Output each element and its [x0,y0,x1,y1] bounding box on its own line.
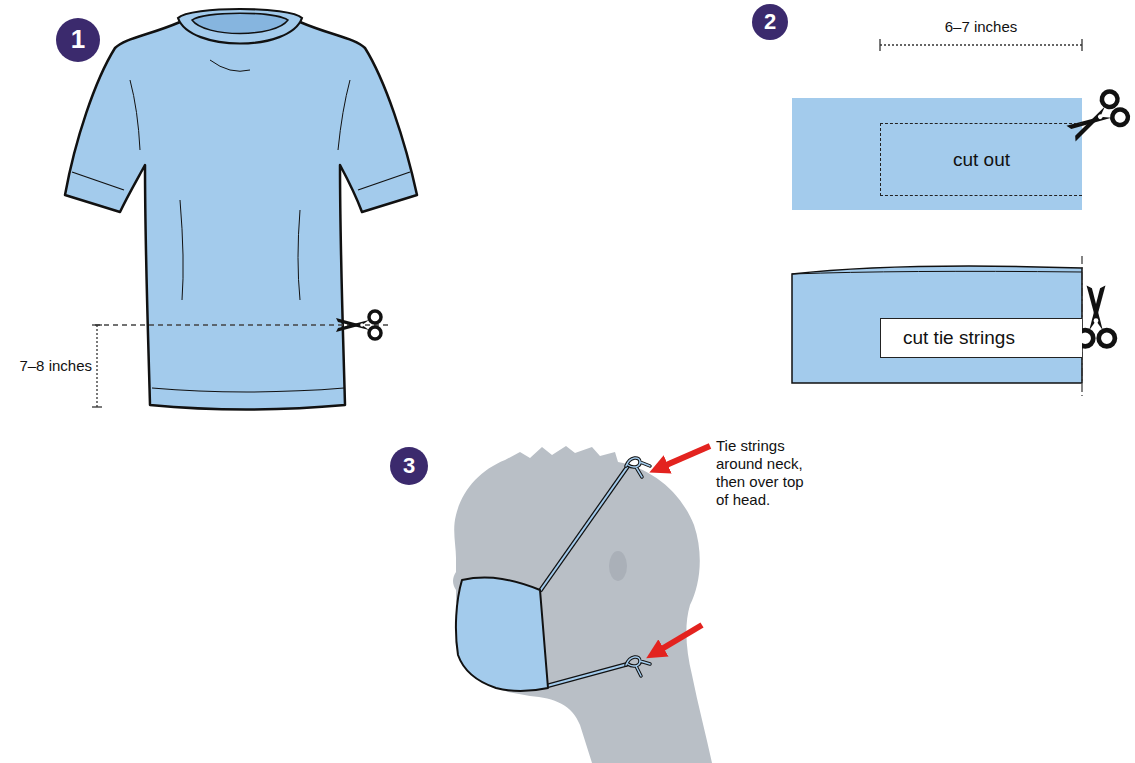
t-shirt-neck-opening [192,13,288,33]
step-number-text: 2 [764,9,776,34]
tie-string-outline [547,664,628,686]
step-number-text: 3 [403,453,415,478]
cut-out-area: cut out [880,123,1082,196]
knot-outline [626,458,650,477]
dimension-tick [92,406,102,407]
tie-string-cutout: cut tie strings [880,318,1082,358]
band-fold [792,271,1082,274]
tie-string-outline [540,466,628,591]
t-shirt [65,9,417,410]
dimension-label: 7–8 inches [19,357,92,375]
step-number: 3 [390,447,428,485]
step-number: 1 [56,18,100,62]
dimension-line [96,325,97,407]
instruction-note: Tie strings around neck, then over top o… [716,437,820,509]
head-with-mask [453,446,712,763]
knot [626,458,650,477]
cut-line [95,324,392,325]
tie-string [547,664,628,686]
step-number: 2 [752,4,788,40]
dimension-tick [92,324,102,325]
fabric-band [792,98,1082,210]
t-shirt-body [65,22,417,410]
cut-instruction-text: cut tie strings [903,327,1015,349]
knot-outline [626,657,650,676]
scissors-icon [1077,286,1115,347]
ear [609,551,627,581]
dimension-tick [1081,39,1082,51]
shirt-hem [152,388,344,392]
face-mask [456,578,548,691]
scissors-icon [336,311,381,339]
t-shirt-collar [178,9,302,44]
fabric-folds [130,60,350,300]
cut-instruction-text: cut out [953,149,1010,171]
tie-string [540,466,628,591]
sleeve-hem [72,172,124,190]
fabric-band [792,266,1082,383]
dimension-tick [879,39,880,51]
dimension-line [880,44,1082,45]
step-number-text: 1 [71,25,85,55]
head-silhouette [453,446,712,763]
knot [626,657,650,676]
pointer-arrow [664,446,710,466]
sleeve-hem [358,172,410,190]
scissors-icon [1062,89,1131,150]
fabric-bands [792,39,1131,396]
dimension-label: 6–7 inches [945,18,1018,36]
pointer-arrow [660,625,702,650]
